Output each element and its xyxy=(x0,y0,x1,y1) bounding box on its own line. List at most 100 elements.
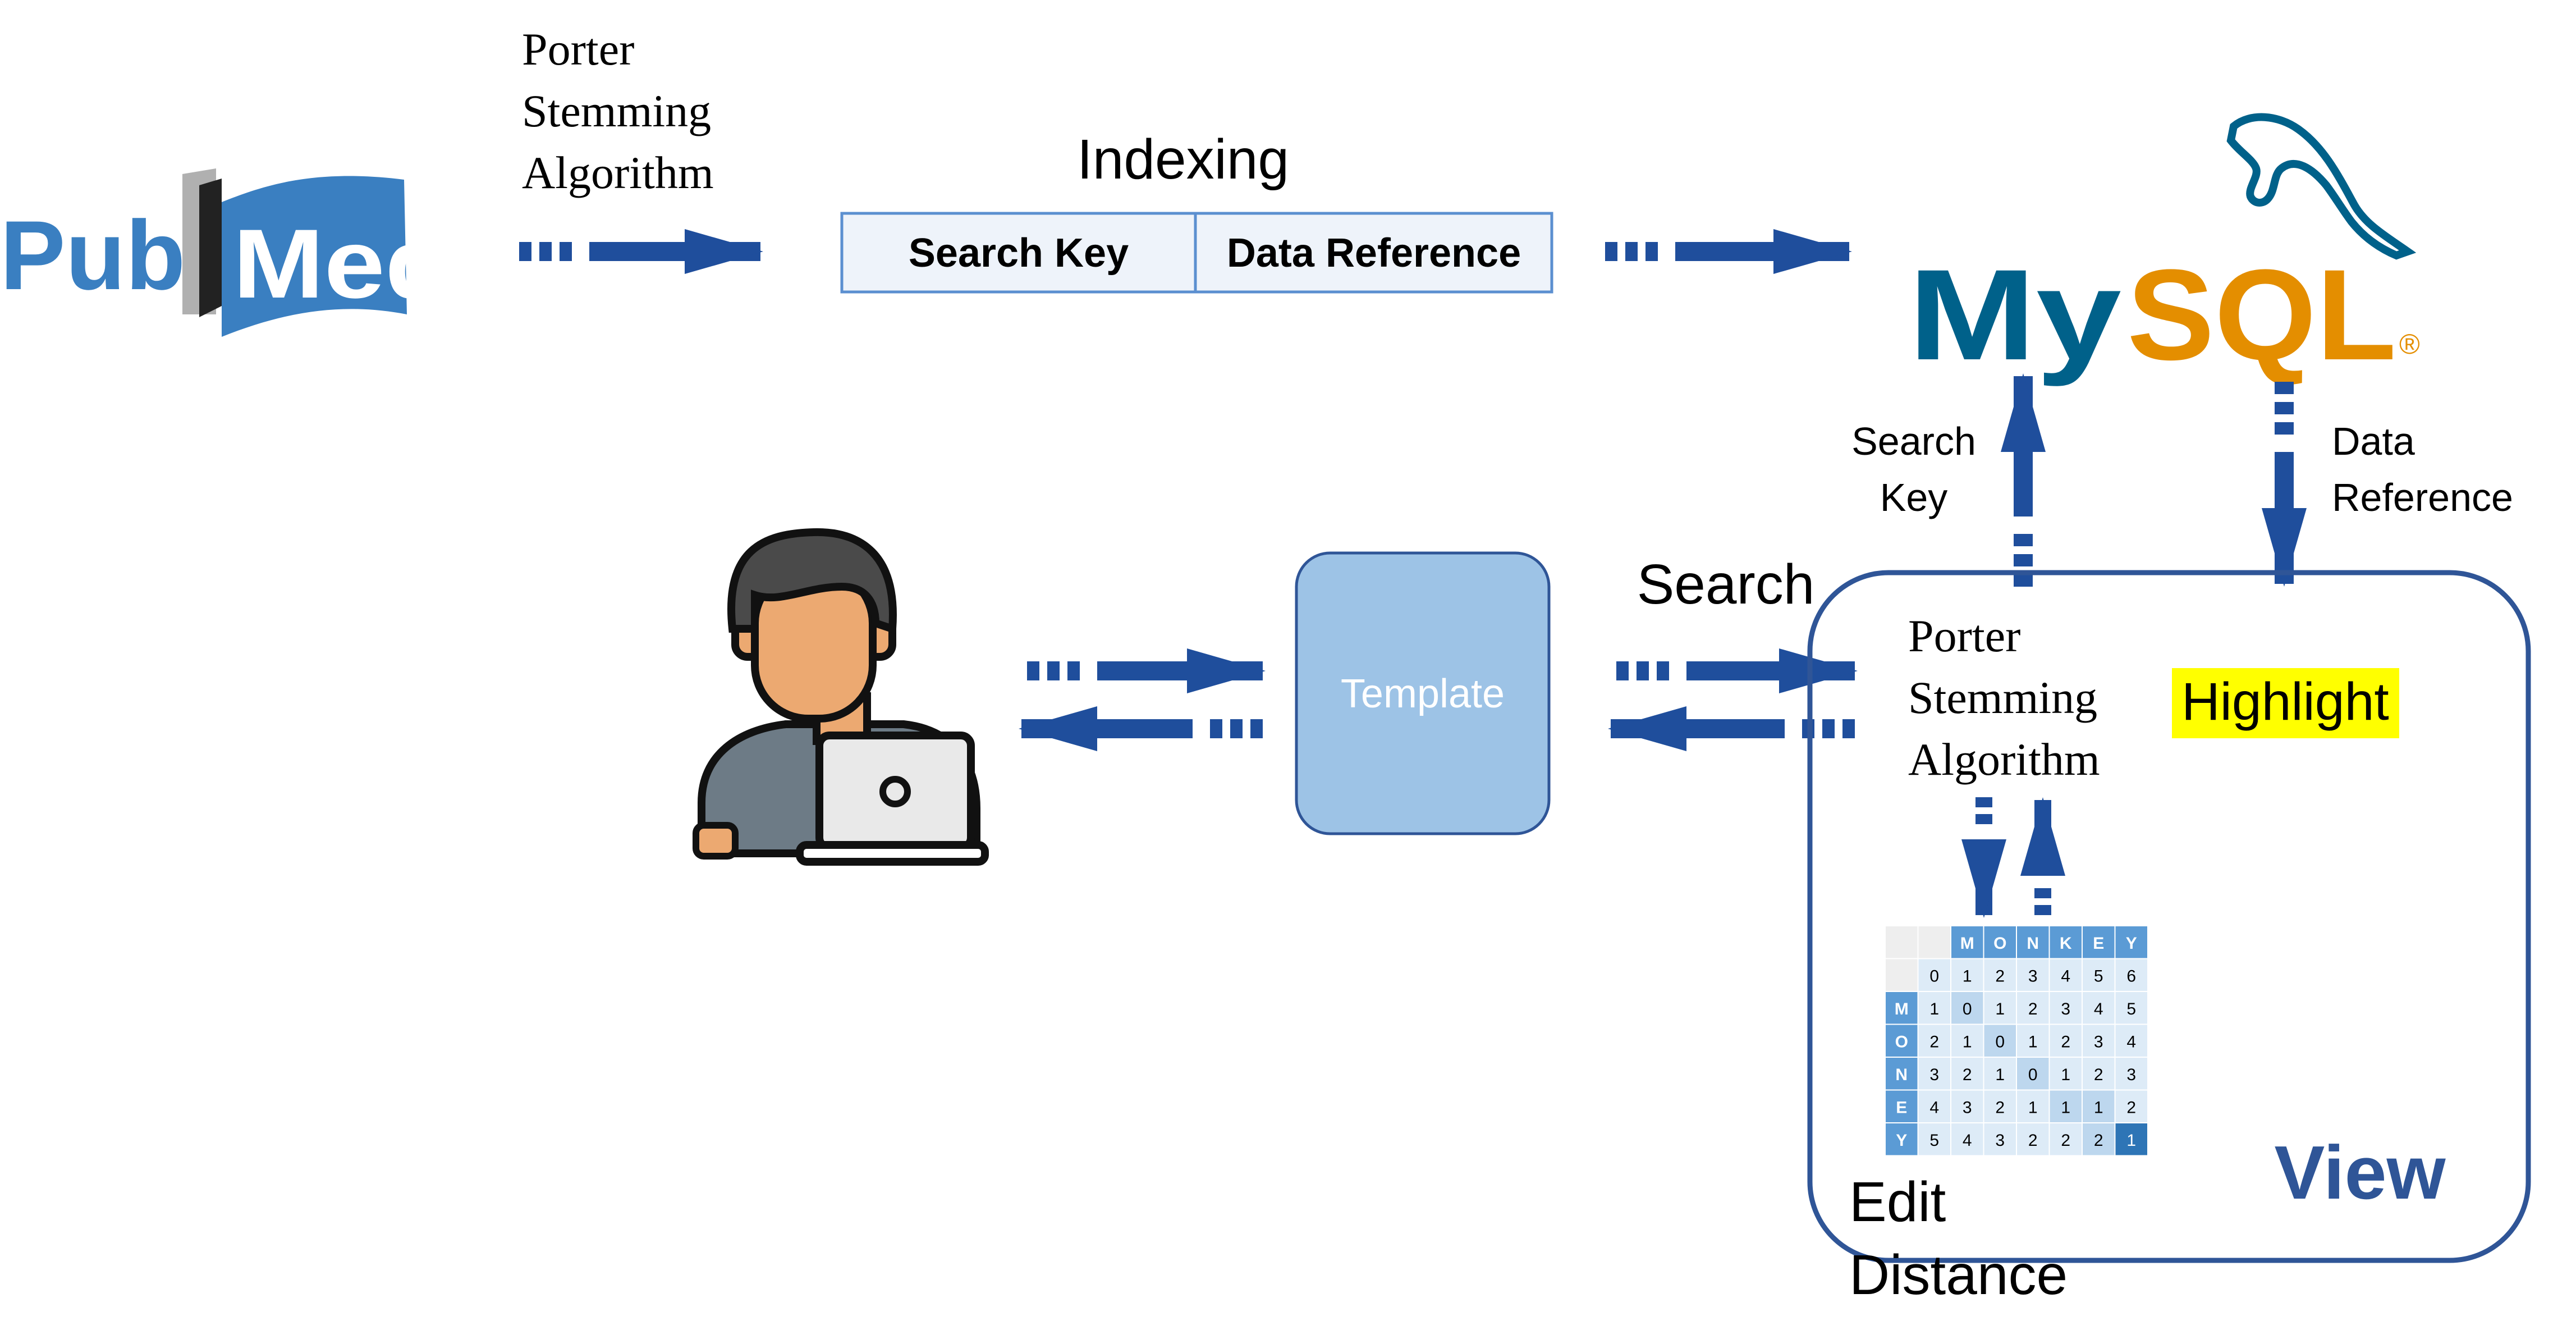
matrix-cell-value-bg xyxy=(1918,1123,1950,1155)
matrix-col-letter: Y xyxy=(2126,934,2137,953)
laptop-base xyxy=(796,841,989,866)
matrix-col-letter-bg xyxy=(2083,926,2115,958)
matrix-cell-value-bg xyxy=(2083,1025,2115,1057)
view-porter-line2: Stemming xyxy=(1908,672,2097,723)
matrix-corner-bg xyxy=(1886,926,1918,958)
mysql-registered-mark: ® xyxy=(2399,328,2420,360)
matrix-cell-value: 0 xyxy=(1963,1000,1972,1018)
matrix-header-value: 6 xyxy=(2126,967,2136,985)
matrix-cell-value: 1 xyxy=(2094,1098,2103,1117)
user-laptop-icon xyxy=(693,528,989,866)
matrix-header-value-bg xyxy=(2115,959,2147,991)
matrix-cell-value-bg xyxy=(2017,1025,2049,1057)
matrix-row-letter: M xyxy=(1895,1000,1909,1018)
matrix-cell-value-bg xyxy=(2083,992,2115,1024)
matrix-cell-value: 1 xyxy=(2126,1131,2136,1150)
matrix-row-letter-bg xyxy=(1886,1123,1918,1155)
matrix-cell-value-bg xyxy=(1951,1123,1983,1155)
matrix-col-letter: E xyxy=(2093,934,2104,953)
pubmed-text-pub: Pub xyxy=(0,201,186,310)
indexing-cell-data-reference xyxy=(1194,212,1553,294)
matrix-cell-value-bg xyxy=(2083,1090,2115,1122)
matrix-cell-value: 1 xyxy=(2061,1066,2070,1084)
matrix-cell-value: 1 xyxy=(2028,1032,2038,1051)
matrix-cell-value-bg xyxy=(2017,1090,2049,1122)
laptop-screen xyxy=(815,732,975,852)
matrix-cell-value: 1 xyxy=(1995,1066,2005,1084)
matrix-cell-value-bg xyxy=(2050,992,2082,1024)
matrix-cell-value: 5 xyxy=(2126,1000,2136,1018)
indexing-col-data-reference: Data Reference xyxy=(1227,231,1521,276)
edit-distance-line2: Distance xyxy=(1849,1244,2068,1306)
porter-top-line1: Porter xyxy=(522,24,634,75)
pubmed-logo: Pub Med xyxy=(0,168,452,337)
matrix-cell-value: 2 xyxy=(2094,1066,2103,1084)
template-label: Template xyxy=(1341,671,1505,716)
view-porter-line1: Porter xyxy=(1908,610,2020,661)
matrix-cell-value-bg xyxy=(2115,1025,2147,1057)
matrix-header-value: 1 xyxy=(1963,967,1972,985)
matrix-cell-value-bg xyxy=(2115,1058,2147,1090)
matrix-cell-value: 2 xyxy=(2028,1131,2038,1150)
porter-stemming-top: Porter Stemming Algorithm xyxy=(522,24,714,198)
matrix-cell-value-bg xyxy=(1984,992,2016,1024)
matrix-cell-value: 4 xyxy=(2094,1000,2103,1018)
matrix-cell-value: 0 xyxy=(2028,1066,2038,1084)
matrix-cell-value-bg xyxy=(1918,1058,1950,1090)
matrix-col-letter-bg xyxy=(2115,926,2147,958)
matrix-row-letter-bg xyxy=(1886,1025,1918,1057)
matrix-cell-value: 1 xyxy=(1995,1000,2005,1018)
matrix-col-letter-bg xyxy=(2017,926,2049,958)
book-cover-icon xyxy=(222,176,407,337)
template-rect xyxy=(1295,551,1551,835)
matrix-cell-value: 2 xyxy=(2028,1000,2038,1018)
matrix-cell-value-bg xyxy=(1951,1025,1983,1057)
data-reference-line2: Reference xyxy=(2332,476,2513,519)
matrix-cell-value: 0 xyxy=(1995,1032,2005,1051)
matrix-col-letter: M xyxy=(1960,934,1974,953)
edit-distance-line1: Edit xyxy=(1849,1171,1946,1233)
matrix-col-letter: K xyxy=(2060,934,2072,953)
mysql-text-sql: SQL xyxy=(2127,243,2396,387)
matrix-header-value-bg xyxy=(1918,959,1950,991)
matrix-cell-value-bg xyxy=(2050,1090,2082,1122)
indexing-table: Indexing Search Key Data Reference xyxy=(840,128,1553,294)
matrix-cell-value-bg xyxy=(2050,1058,2082,1090)
matrix-cell-value-bg xyxy=(1984,1090,2016,1122)
matrix-header-value: 0 xyxy=(1929,967,1939,985)
matrix-cell-value: 4 xyxy=(2126,1032,2136,1051)
matrix-cell-value: 2 xyxy=(2061,1131,2070,1150)
laptop-logo xyxy=(879,776,911,807)
matrix-cell-value: 3 xyxy=(1963,1098,1972,1117)
porter-top-line2: Stemming xyxy=(522,85,711,136)
matrix-header-value-bg xyxy=(2050,959,2082,991)
matrix-header-value: 2 xyxy=(1995,967,2005,985)
matrix-row-blank-bg xyxy=(1886,959,1918,991)
matrix-cell-value-bg xyxy=(2115,1090,2147,1122)
matrix-cell-value-bg xyxy=(2017,992,2049,1024)
matrix-header-value-bg xyxy=(2083,959,2115,991)
matrix-cell-value: 2 xyxy=(1963,1066,1972,1084)
matrix-header-value: 4 xyxy=(2061,967,2070,985)
matrix-header-value-bg xyxy=(1984,959,2016,991)
matrix-cell-value-bg xyxy=(2050,1025,2082,1057)
mysql-logo: My SQL ® xyxy=(1908,113,2420,387)
matrix-col-letter: N xyxy=(2027,934,2039,953)
matrix-cell-value: 2 xyxy=(2061,1032,2070,1051)
matrix-col-letter-bg xyxy=(1951,926,1983,958)
search-key-line2: Key xyxy=(1880,476,1948,519)
matrix-corner-2-bg xyxy=(1918,926,1950,958)
mysql-text-my: My xyxy=(1908,243,2121,387)
matrix-header-value: 5 xyxy=(2094,967,2103,985)
matrix-cell-value: 2 xyxy=(1929,1032,1939,1051)
matrix-row-letter-bg xyxy=(1886,1058,1918,1090)
matrix-row-letter-bg xyxy=(1886,1090,1918,1122)
matrix-header-value-bg xyxy=(1951,959,1983,991)
data-reference-line1: Data xyxy=(2332,419,2415,463)
pubmed-text-med: Med xyxy=(233,209,452,319)
search-label: Search xyxy=(1637,553,1815,616)
matrix-cell-value-bg xyxy=(1918,992,1950,1024)
template-box: Template xyxy=(1295,551,1551,835)
matrix-row-letter-bg xyxy=(1886,992,1918,1024)
matrix-header-value: 3 xyxy=(2028,967,2038,985)
